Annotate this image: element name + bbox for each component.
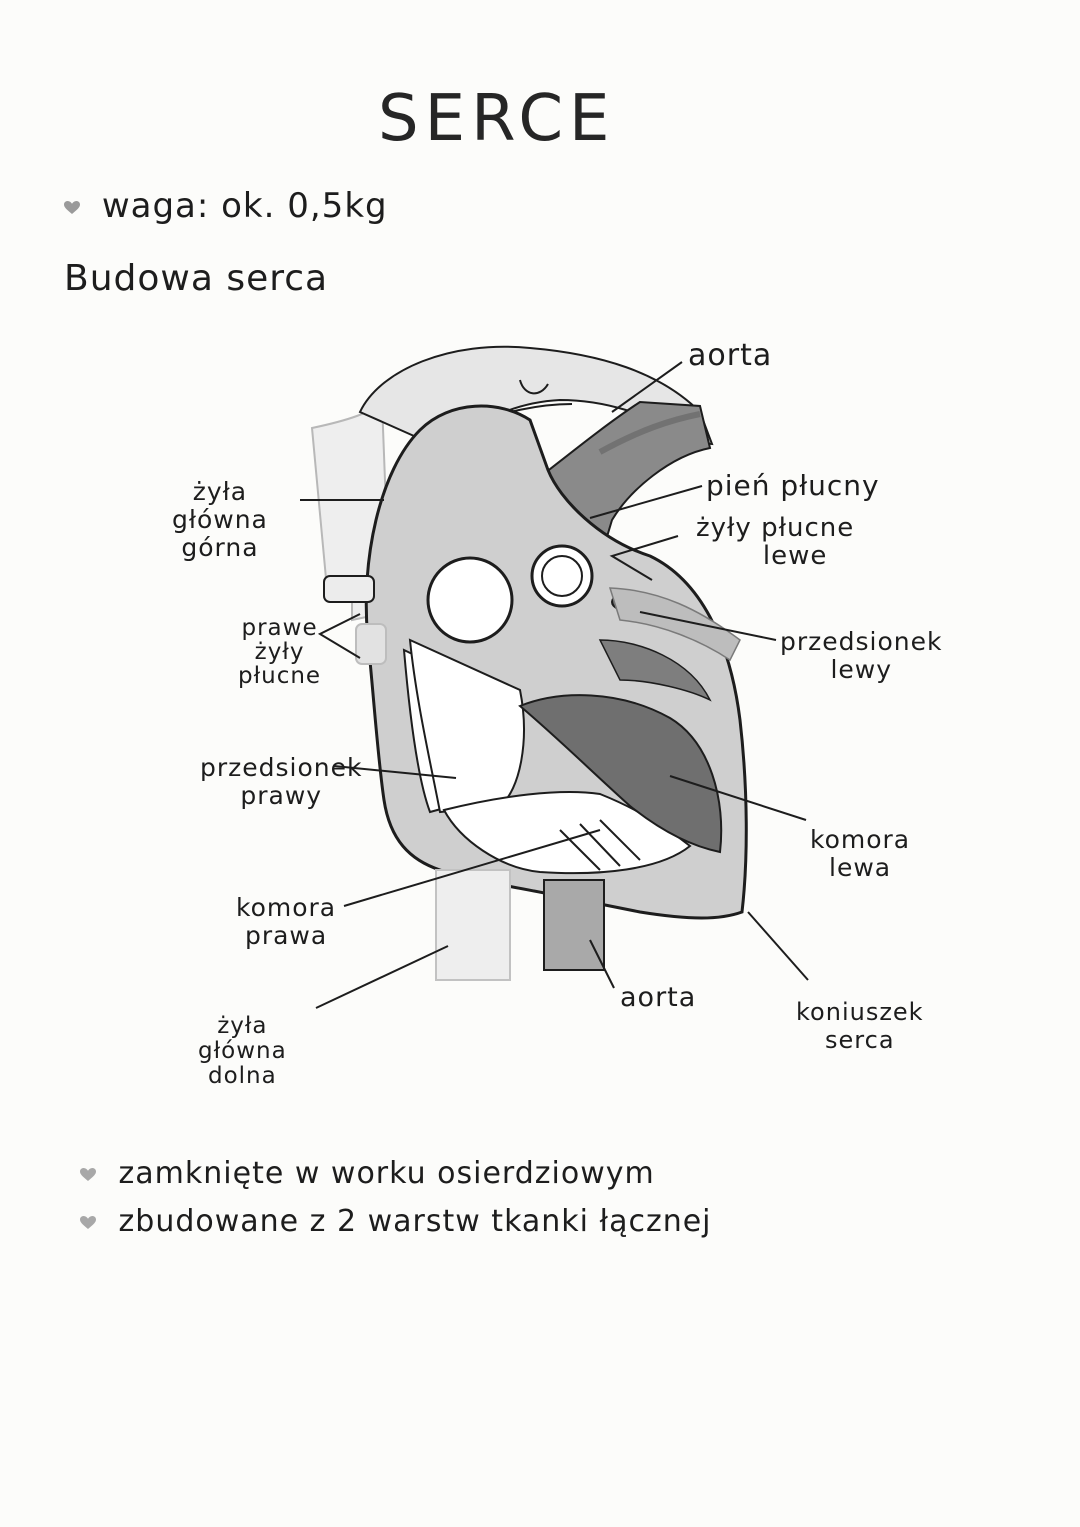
label-apex: koniuszek serca — [796, 998, 924, 1054]
left-pulmonary-veins-shape — [608, 587, 741, 662]
label-aorta-top: aorta — [688, 338, 773, 373]
label-vena-cava-inferior: żyła główna dolna — [198, 1013, 287, 1089]
list-item: zbudowane z 2 warstw tkanki łącznej — [80, 1198, 712, 1246]
right-ventricle-chamber — [442, 790, 692, 875]
leader-aorta-top — [611, 361, 683, 413]
notes-list: zamknięte w worku osierdziowym zbudowane… — [80, 1150, 712, 1246]
label-right-ventricle: komora prawa — [236, 893, 337, 950]
heart-bullet-icon — [80, 1167, 96, 1181]
label-vena-cava-superior: żyła główna górna — [172, 477, 268, 562]
leader-left-atrium — [639, 611, 777, 641]
leader-vena-cava-inf — [315, 945, 449, 1009]
label-aorta-bottom: aorta — [620, 982, 697, 1013]
label-leader-lines — [300, 361, 809, 1009]
label-pulmonary-veins-right: prawe żyły płucne — [238, 615, 322, 689]
leader-pulmonary-veins-right — [317, 613, 361, 659]
leader-pulmonary-trunk — [589, 485, 703, 519]
leader-right-ventricle — [343, 829, 601, 907]
list-item: zamknięte w worku osierdziowym — [80, 1150, 712, 1198]
right-atrium-chamber — [402, 638, 525, 814]
label-left-ventricle: komora lewa — [810, 825, 911, 882]
leader-right-atrium — [333, 765, 457, 779]
left-ventricle-chamber — [518, 639, 723, 854]
leader-left-ventricle — [669, 775, 807, 821]
heart-bullet-icon — [80, 1215, 96, 1229]
descending-aorta-shape — [543, 879, 605, 971]
right-pulmonary-veins-shape — [323, 575, 387, 665]
leader-pulmonary-veins-left — [609, 535, 679, 581]
vena-cava-inferior-shape — [435, 869, 511, 981]
leader-aorta-bottom — [589, 939, 615, 989]
label-left-atrium: przedsionek lewy — [780, 627, 943, 684]
leader-apex — [747, 911, 809, 981]
label-pulmonary-veins-left: żyły płucne lewe — [696, 513, 855, 571]
page-title: SERCE — [378, 82, 616, 156]
weight-text: waga: ok. 0,5kg — [101, 186, 388, 226]
heart-bullet-icon — [64, 200, 80, 214]
label-pulmonary-trunk: pień płucny — [706, 469, 880, 502]
section-subtitle: Budowa serca — [64, 258, 329, 299]
label-right-atrium: przedsionek prawy — [200, 753, 363, 810]
weight-line: waga: ok. 0,5kg — [64, 186, 388, 226]
